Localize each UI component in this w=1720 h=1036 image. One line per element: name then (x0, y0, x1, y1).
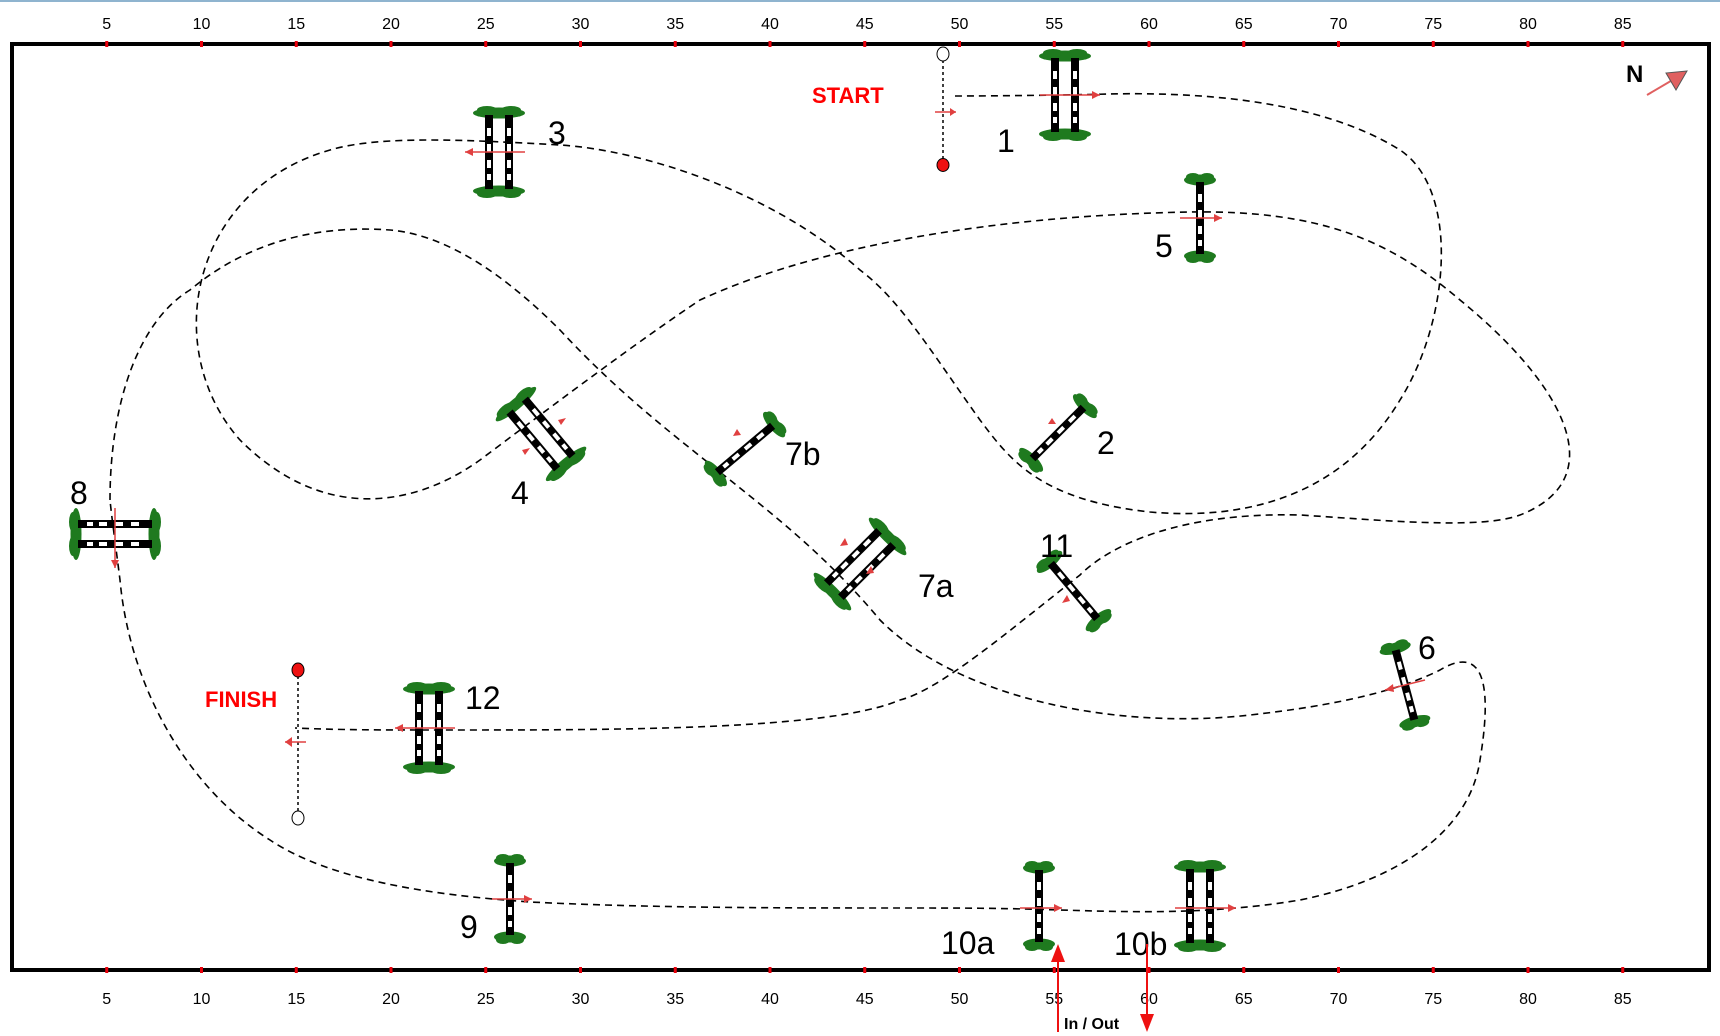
scale-label: 50 (951, 16, 969, 33)
scale-label: 30 (572, 991, 590, 1008)
fence-5 (1180, 173, 1222, 263)
scale-label: 10 (193, 16, 211, 33)
scale-label: 5 (102, 991, 111, 1008)
fence-label-11: 11 (1040, 528, 1073, 564)
arena-border (10, 42, 1711, 972)
fence-7b (700, 407, 790, 491)
scale-label: 80 (1519, 16, 1537, 33)
scale-label: 35 (666, 991, 684, 1008)
scale-label: 5 (102, 16, 111, 33)
fence-label-7a: 7a (918, 568, 954, 604)
scale-label: 25 (477, 991, 495, 1008)
start-flag-red (936, 158, 950, 172)
fence-label-10b: 10b (1114, 926, 1167, 962)
north-arrow (1646, 70, 1688, 96)
course-route (109, 92, 1571, 913)
scale-label: 45 (856, 16, 874, 33)
in-out-label: In / Out (1064, 1016, 1120, 1033)
scale-label: 85 (1614, 16, 1632, 33)
scale-label: 40 (761, 16, 779, 33)
finish-flag-red (291, 662, 305, 678)
scale-label: 20 (382, 991, 400, 1008)
scale-label: 35 (666, 16, 684, 33)
fence-2 (1014, 389, 1102, 477)
north-label: N (1626, 61, 1643, 88)
fence-7a (809, 513, 911, 615)
fence-6 (1377, 637, 1433, 733)
fence-label-12: 12 (465, 680, 501, 716)
scale-label: 15 (287, 991, 305, 1008)
scale-label: 25 (477, 16, 495, 33)
fence-3 (465, 106, 525, 198)
fence-11 (1032, 546, 1116, 636)
fence-12 (395, 682, 455, 774)
fence-10a (1020, 861, 1062, 951)
scale-label: 15 (287, 16, 305, 33)
fence-label-2: 2 (1097, 425, 1115, 461)
scale-label: 65 (1235, 991, 1253, 1008)
scale-top: 5 10 15 20 25 30 35 40 45 50 55 60 65 70 75 80 85 (102, 16, 1632, 47)
fence-label-6: 6 (1418, 630, 1436, 666)
fence-label-1: 1 (997, 123, 1015, 159)
finish-label: FINISH (205, 687, 277, 712)
scale-label: 75 (1424, 16, 1442, 33)
scale-label: 65 (1235, 16, 1253, 33)
top-divider-line (0, 0, 1720, 2)
scale-label: 60 (1140, 991, 1158, 1008)
scale-label: 50 (951, 991, 969, 1008)
scale-label: 80 (1519, 991, 1537, 1008)
scale-label: 55 (1045, 991, 1063, 1008)
scale-label: 45 (856, 991, 874, 1008)
scale-label: 85 (1614, 991, 1632, 1008)
scale-label: 20 (382, 16, 400, 33)
scale-label: 40 (761, 991, 779, 1008)
in-out-gate (1051, 944, 1154, 1032)
fence-label-9: 9 (460, 909, 478, 945)
fence-4 (491, 382, 591, 486)
start-line (935, 46, 956, 172)
scale-label: 70 (1330, 991, 1348, 1008)
start-flag-white (936, 46, 950, 62)
fence-1 (1039, 49, 1100, 141)
scale-label: 30 (572, 16, 590, 33)
fence-label-5: 5 (1155, 228, 1173, 264)
finish-flag-white (291, 810, 305, 826)
fence-label-8: 8 (70, 475, 88, 511)
scale-label: 70 (1330, 16, 1348, 33)
fence-9 (492, 854, 532, 944)
scale-label: 10 (193, 991, 211, 1008)
fence-10b (1174, 860, 1236, 952)
scale-label: 55 (1045, 16, 1063, 33)
start-label: START (812, 83, 884, 108)
fence-label-7b: 7b (785, 436, 821, 472)
scale-label: 75 (1424, 991, 1442, 1008)
fence-label-4: 4 (511, 475, 529, 511)
finish-line (285, 662, 306, 826)
scale-bottom: 5 10 15 20 25 30 35 40 45 50 55 60 65 70 75 80 85 (102, 967, 1632, 1008)
fence-label-10a: 10a (941, 925, 995, 961)
fence-8 (69, 508, 161, 568)
fence-label-3: 3 (548, 115, 566, 151)
scale-label: 60 (1140, 16, 1158, 33)
